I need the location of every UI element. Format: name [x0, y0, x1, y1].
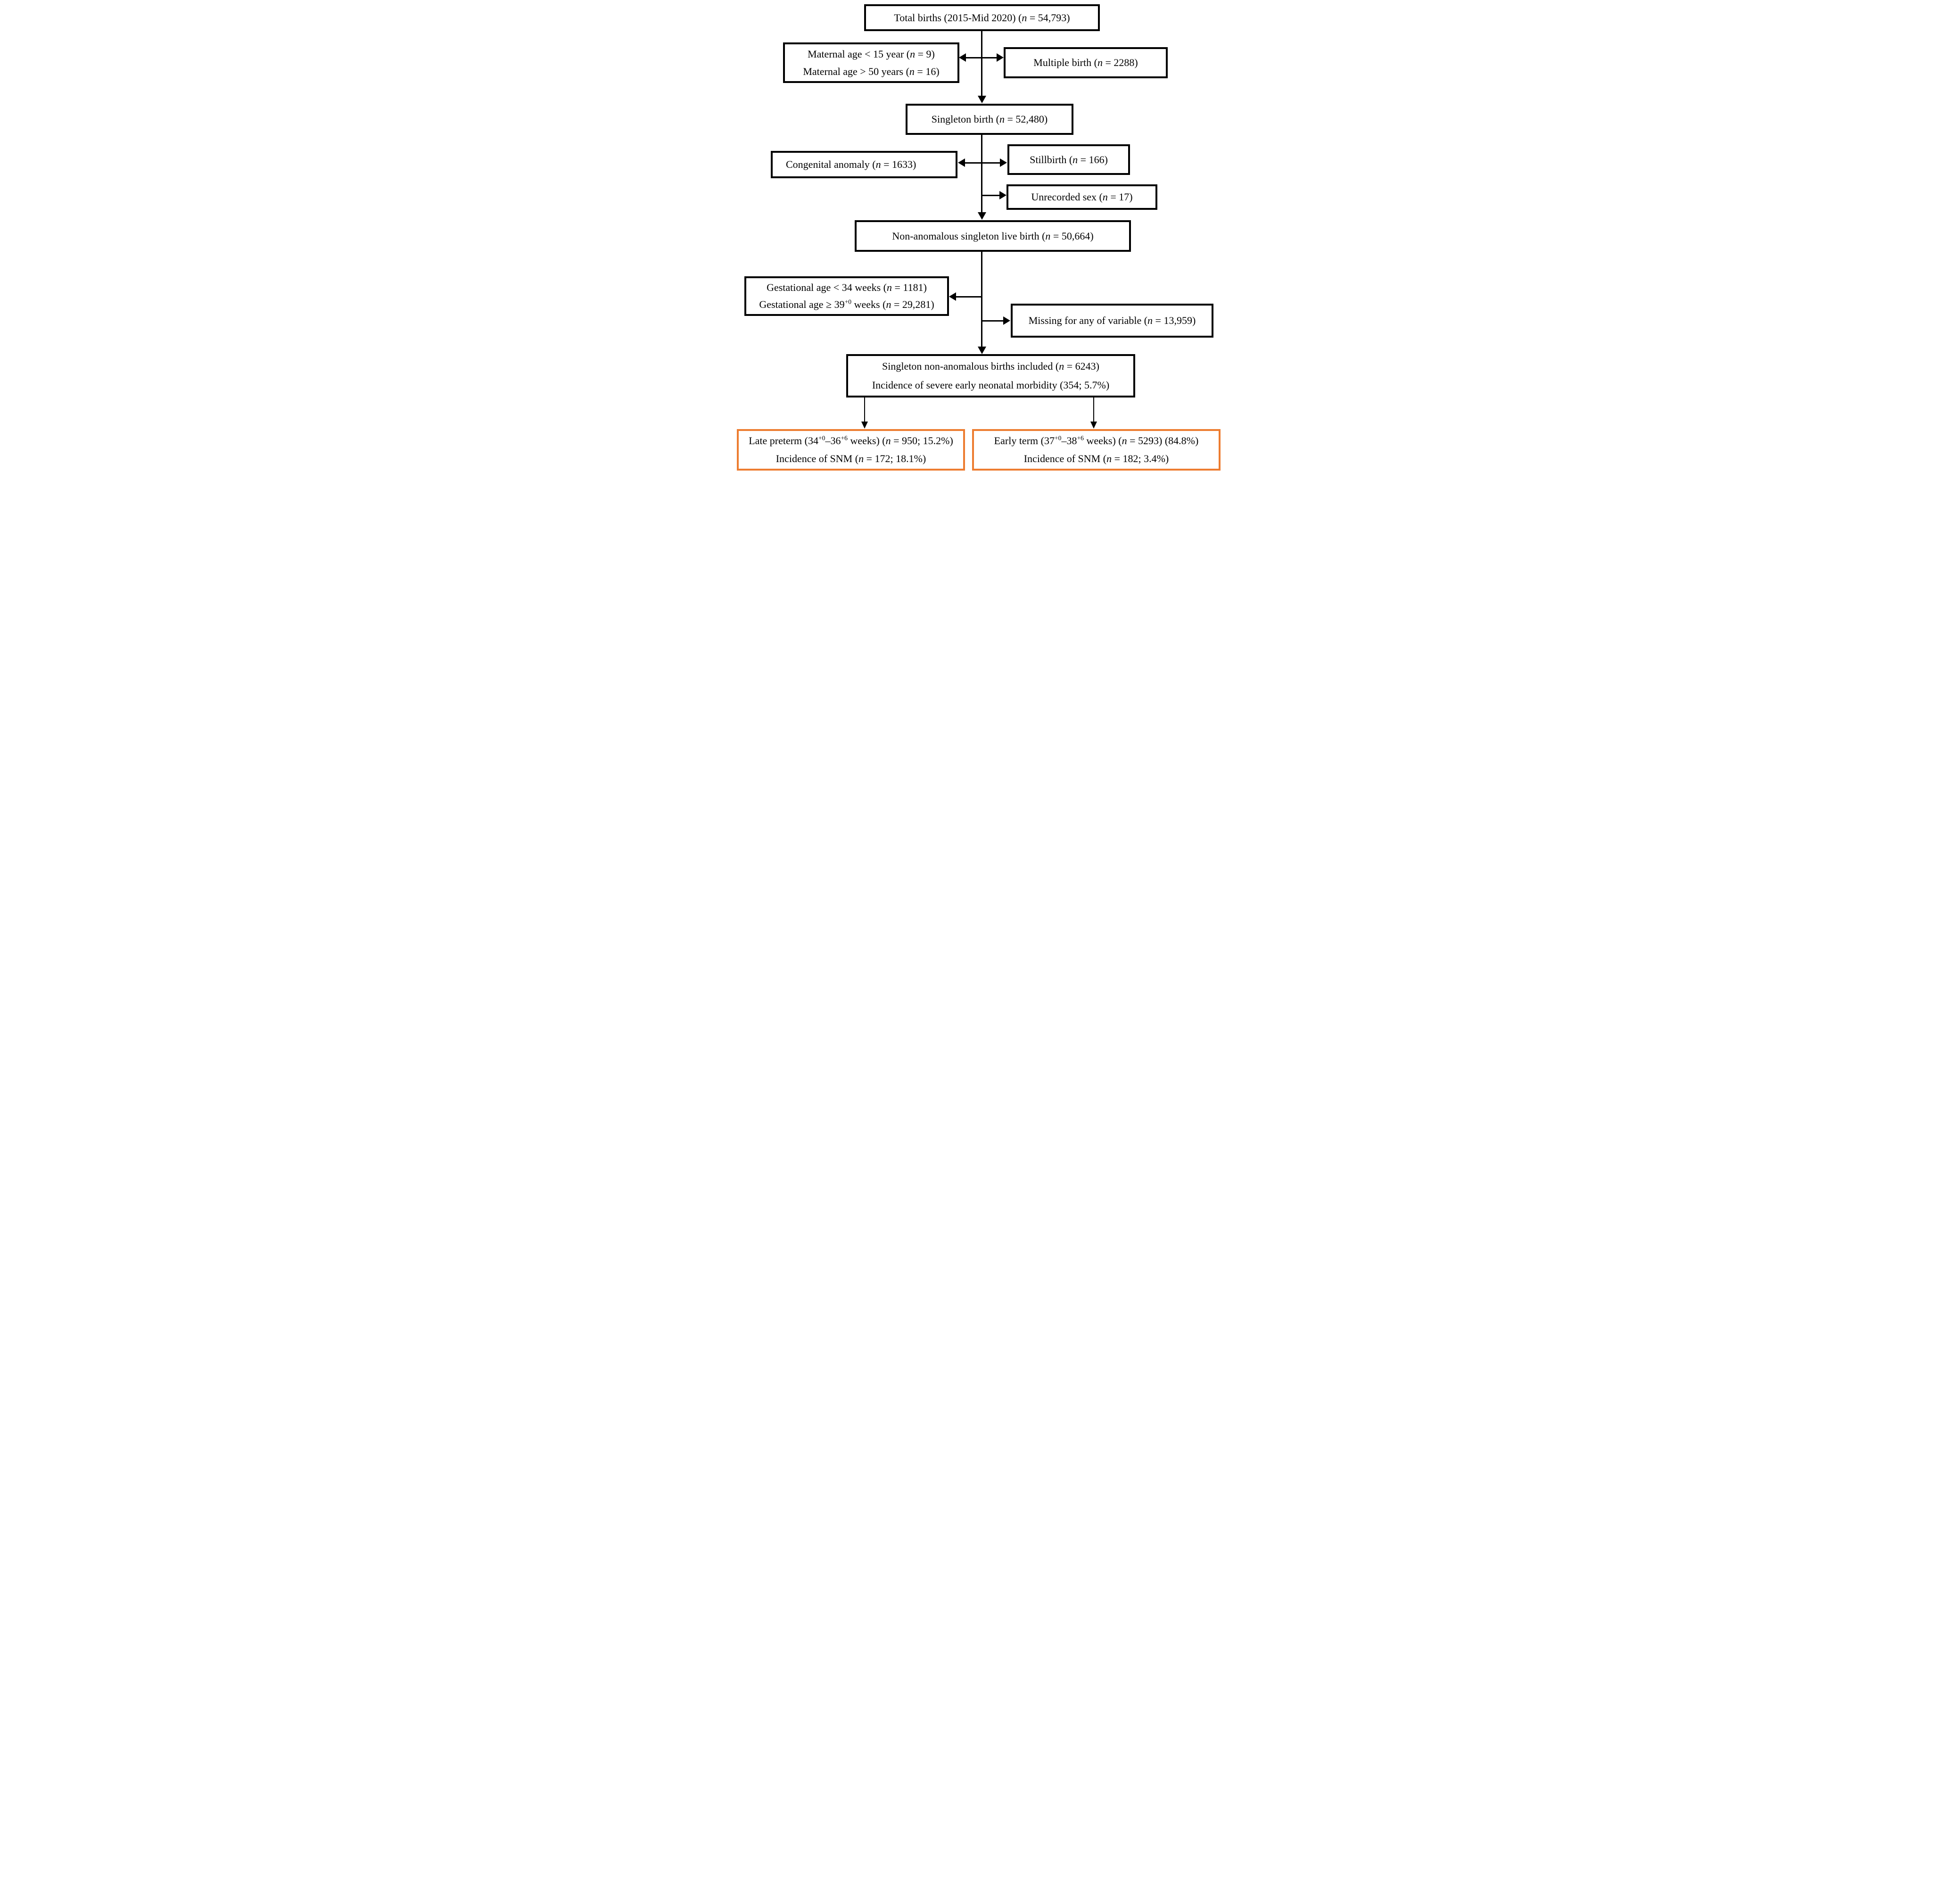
- gestational-39-or-more-text: Gestational age ≥ 39+0 weeks (n = 29,281…: [759, 298, 934, 311]
- arrowhead-left-icon: [959, 53, 966, 62]
- arrowhead-down-icon: [861, 422, 868, 429]
- arrowhead-right-icon: [999, 191, 1006, 199]
- box-late-preterm-outcome: Late preterm (34+0–36+6 weeks) (n = 950;…: [737, 429, 965, 471]
- box-stillbirth: Stillbirth (n = 166): [1007, 144, 1130, 175]
- box-early-term-outcome: Early term (37+0–38+6 weeks) (n = 5293) …: [972, 429, 1221, 471]
- box-maternal-age-exclusion: Maternal age < 15 year (n = 9) Maternal …: [783, 42, 959, 83]
- arrowhead-right-icon: [997, 53, 1004, 62]
- arrow-stem: [963, 162, 1001, 164]
- arrow-stem: [964, 57, 998, 58]
- box-stillbirth-text: Stillbirth (n = 166): [1030, 153, 1108, 166]
- box-missing-variable: Missing for any of variable (n = 13,959): [1011, 304, 1213, 338]
- box-unrecorded-sex: Unrecorded sex (n = 17): [1006, 184, 1157, 210]
- arrowhead-right-icon: [1003, 316, 1010, 325]
- arrowhead-down-icon: [1090, 422, 1097, 429]
- arrow-stem: [981, 252, 982, 347]
- arrow-stem: [982, 195, 1000, 196]
- arrow-stem: [864, 397, 865, 422]
- arrowhead-left-icon: [958, 158, 965, 167]
- arrow-stem: [981, 31, 982, 96]
- box-included-births: Singleton non-anomalous births included …: [846, 354, 1135, 397]
- arrow-stem: [981, 135, 982, 213]
- early-term-group-text: Early term (37+0–38+6 weeks) (n = 5293) …: [994, 435, 1199, 447]
- arrow-stem: [955, 296, 982, 298]
- arrowhead-down-icon: [978, 212, 986, 220]
- flow-diagram: Total births (2015-Mid 2020) (n = 54,793…: [733, 0, 1222, 476]
- arrowhead-left-icon: [949, 292, 956, 301]
- box-nonanomalous-live-birth: Non-anomalous singleton live birth (n = …: [855, 220, 1131, 252]
- box-gestational-age-exclusion: Gestational age < 34 weeks (n = 1181) Ge…: [744, 276, 949, 316]
- box-multiple-birth-text: Multiple birth (n = 2288): [1033, 57, 1138, 69]
- box-congenital-anomaly: Congenital anomaly (n = 1633): [771, 151, 957, 178]
- box-singleton-birth-text: Singleton birth (n = 52,480): [931, 113, 1048, 125]
- late-preterm-group-text: Late preterm (34+0–36+6 weeks) (n = 950;…: [749, 435, 953, 447]
- box-total-births-text: Total births (2015-Mid 2020) (n = 54,793…: [894, 11, 1070, 24]
- included-births-incidence-text: Incidence of severe early neonatal morbi…: [872, 379, 1110, 391]
- box-unrecorded-sex-text: Unrecorded sex (n = 17): [1031, 191, 1133, 203]
- early-term-snm-text: Incidence of SNM (n = 182; 3.4%): [1023, 453, 1169, 465]
- arrowhead-right-icon: [1000, 158, 1007, 167]
- late-preterm-snm-text: Incidence of SNM (n = 172; 18.1%): [775, 453, 926, 465]
- maternal-age-over-50-text: Maternal age > 50 years (n = 16): [803, 65, 940, 77]
- arrow-stem: [1093, 397, 1094, 422]
- maternal-age-under-15-text: Maternal age < 15 year (n = 9): [808, 48, 935, 60]
- arrow-stem: [982, 320, 1004, 322]
- box-missing-variable-text: Missing for any of variable (n = 13,959): [1028, 315, 1196, 327]
- box-singleton-birth: Singleton birth (n = 52,480): [906, 104, 1073, 135]
- box-total-births: Total births (2015-Mid 2020) (n = 54,793…: [864, 4, 1100, 31]
- gestational-under-34-text: Gestational age < 34 weeks (n = 1181): [767, 281, 927, 294]
- arrowhead-down-icon: [978, 347, 986, 354]
- included-births-count-text: Singleton non-anomalous births included …: [882, 360, 1099, 373]
- box-nonanomalous-live-birth-text: Non-anomalous singleton live birth (n = …: [892, 230, 1094, 242]
- box-multiple-birth: Multiple birth (n = 2288): [1004, 47, 1168, 78]
- box-congenital-anomaly-text: Congenital anomaly (n = 1633): [786, 158, 916, 171]
- arrowhead-down-icon: [978, 96, 986, 103]
